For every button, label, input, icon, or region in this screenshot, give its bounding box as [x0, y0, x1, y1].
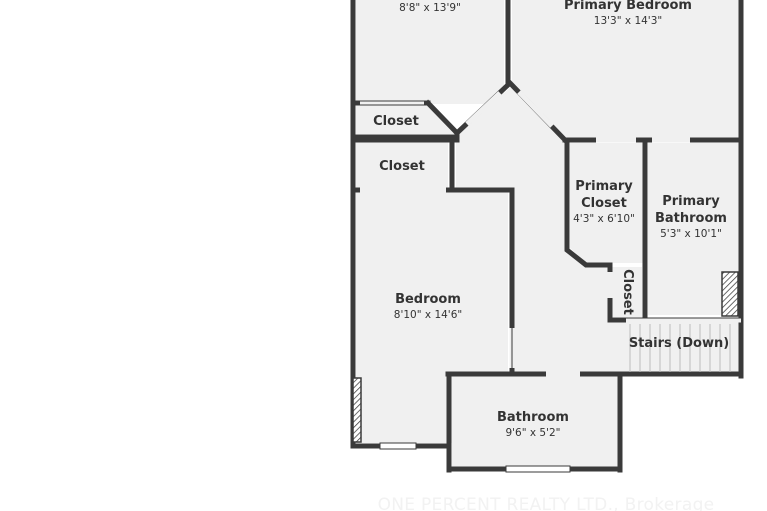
- primary-closet-label-line1: Primary: [575, 179, 633, 194]
- closet-upper-label: Closet: [373, 114, 419, 129]
- bathroom-window: [505, 465, 571, 473]
- bathroom-dims: 9'6" x 5'2": [505, 427, 560, 439]
- primary-bathroom-label-line2: Bathroom: [655, 211, 727, 226]
- top-left-room-floor: [356, 0, 504, 104]
- windows: [379, 442, 571, 473]
- brokerage-watermark: ONE PERCENT REALTY LTD., Brokerage: [378, 495, 715, 511]
- closet-left-label: Closet: [379, 159, 425, 174]
- bathroom-hatch: [721, 271, 739, 317]
- primary-closet-dims: 4'3" x 6'10": [573, 213, 635, 225]
- primary-bedroom-door-right: [517, 90, 554, 128]
- closet-left-floor: [356, 142, 448, 189]
- closet-small-floor: [612, 267, 642, 317]
- stairs-treads: [629, 324, 731, 372]
- primary-bedroom-dims: 13'3" x 14'3": [594, 15, 662, 27]
- bedroom-wall-hatch: [352, 377, 362, 443]
- primary-bedroom-label: Primary Bedroom: [564, 0, 692, 13]
- bathroom-floor: [452, 376, 618, 468]
- bedroom-window: [379, 442, 417, 450]
- bathroom-label: Bathroom: [497, 410, 569, 425]
- openings-thin: [360, 100, 741, 368]
- floor-areas: [356, 0, 740, 468]
- bedroom-label: Bedroom: [395, 292, 461, 307]
- primary-bedroom-door-left: [465, 91, 502, 126]
- primary-closet-label-line2: Closet: [581, 196, 627, 211]
- closet-small-label: Closet: [620, 269, 635, 315]
- primary-closet-floor: [570, 143, 643, 263]
- primary-bedroom-floor: [512, 0, 739, 138]
- bedroom-dims: 8'10" x 14'6": [394, 309, 462, 321]
- closet-upper-floor: [356, 104, 456, 134]
- primary-bathroom-label-line1: Primary: [662, 194, 720, 209]
- top-left-room-dims: 8'8" x 13'9": [399, 2, 461, 14]
- hallway-floor: [456, 86, 620, 372]
- stairs-label: Stairs (Down): [629, 336, 729, 351]
- primary-bathroom-dims: 5'3" x 10'1": [660, 228, 722, 240]
